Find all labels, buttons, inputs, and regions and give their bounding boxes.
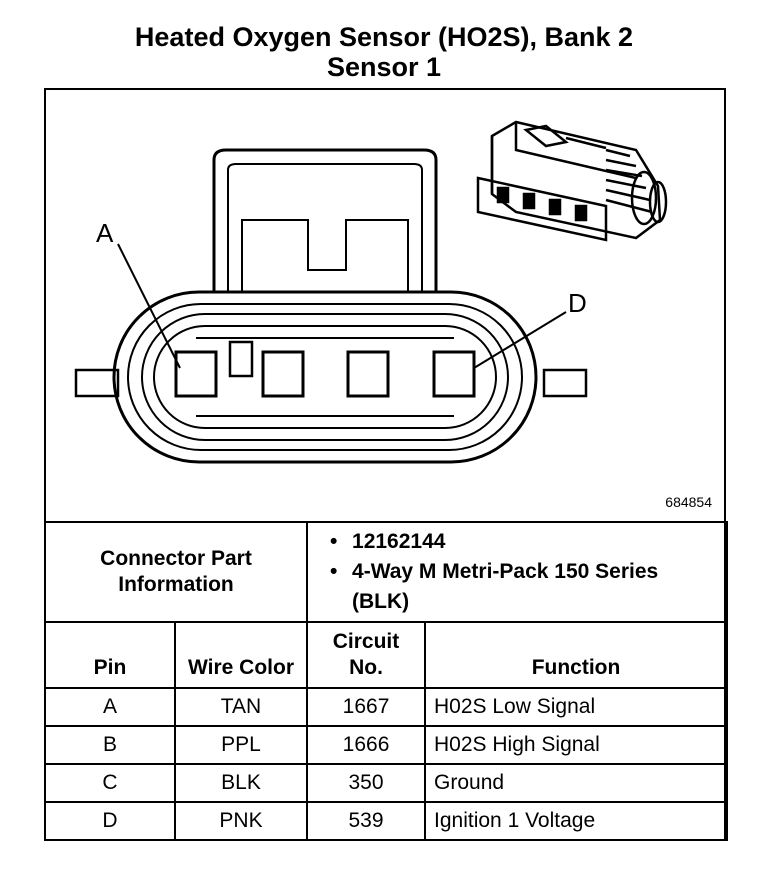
connector-part-info: 12162144 4-Way M Metri-Pack 150 Series (… bbox=[306, 521, 729, 623]
cell-wire-color: TAN bbox=[173, 687, 309, 727]
pin-b-terminal bbox=[261, 350, 305, 398]
cell-pin: A bbox=[44, 687, 176, 727]
cell-circuit: 1666 bbox=[306, 725, 427, 765]
page-title: Heated Oxygen Sensor (HO2S), Bank 2 bbox=[134, 22, 634, 52]
pin-d-label: D bbox=[568, 288, 587, 318]
cell-wire-color: PNK bbox=[173, 801, 309, 841]
header-circuit-no: Circuit No. bbox=[306, 621, 427, 689]
table-row: A TAN 1667 H02S Low Signal bbox=[44, 687, 729, 727]
pin-a-label: A bbox=[96, 218, 114, 248]
connector-3d-illustration bbox=[476, 120, 668, 242]
table-row: B PPL 1666 H02S High Signal bbox=[44, 725, 729, 765]
connector-diagram: A D bbox=[74, 120, 668, 464]
cell-pin: C bbox=[44, 763, 176, 803]
cell-function: H02S Low Signal bbox=[424, 687, 729, 727]
cell-pin: D bbox=[44, 801, 176, 841]
header-pin: Pin bbox=[44, 621, 176, 689]
connector-part-label: Connector Part Information bbox=[43, 521, 309, 623]
cell-function: Ground bbox=[424, 763, 729, 803]
table-row: C BLK 350 Ground bbox=[44, 763, 729, 803]
pin-d-terminal bbox=[432, 350, 476, 398]
cell-pin: B bbox=[44, 725, 176, 765]
diagram-frame bbox=[44, 88, 726, 841]
page-subtitle: Sensor 1 bbox=[326, 52, 442, 82]
connector-table: Connector Part Information 12162144 4-Wa… bbox=[43, 521, 729, 841]
cell-circuit: 539 bbox=[306, 801, 427, 841]
cell-wire-color: PPL bbox=[173, 725, 309, 765]
cell-circuit: 350 bbox=[306, 763, 427, 803]
header-function: Function bbox=[424, 621, 729, 689]
table-row: D PNK 539 Ignition 1 Voltage bbox=[44, 801, 729, 841]
cell-wire-color: BLK bbox=[173, 763, 309, 803]
pin-c-terminal bbox=[346, 350, 390, 398]
cell-function: Ignition 1 Voltage bbox=[424, 801, 729, 841]
table-header-row: Pin Wire Color Circuit No. Function bbox=[44, 621, 729, 689]
connector-info-row: Connector Part Information 12162144 4-Wa… bbox=[43, 521, 729, 623]
header-wire-color: Wire Color bbox=[173, 621, 309, 689]
connector-part-number: 12162144 bbox=[330, 527, 718, 557]
figure-id: 684854 bbox=[665, 494, 712, 510]
pin-a-terminal bbox=[174, 350, 218, 398]
connector-part-type: 4-Way M Metri-Pack 150 Series (BLK) bbox=[330, 557, 718, 617]
cell-function: H02S High Signal bbox=[424, 725, 729, 765]
cell-circuit: 1667 bbox=[306, 687, 427, 727]
